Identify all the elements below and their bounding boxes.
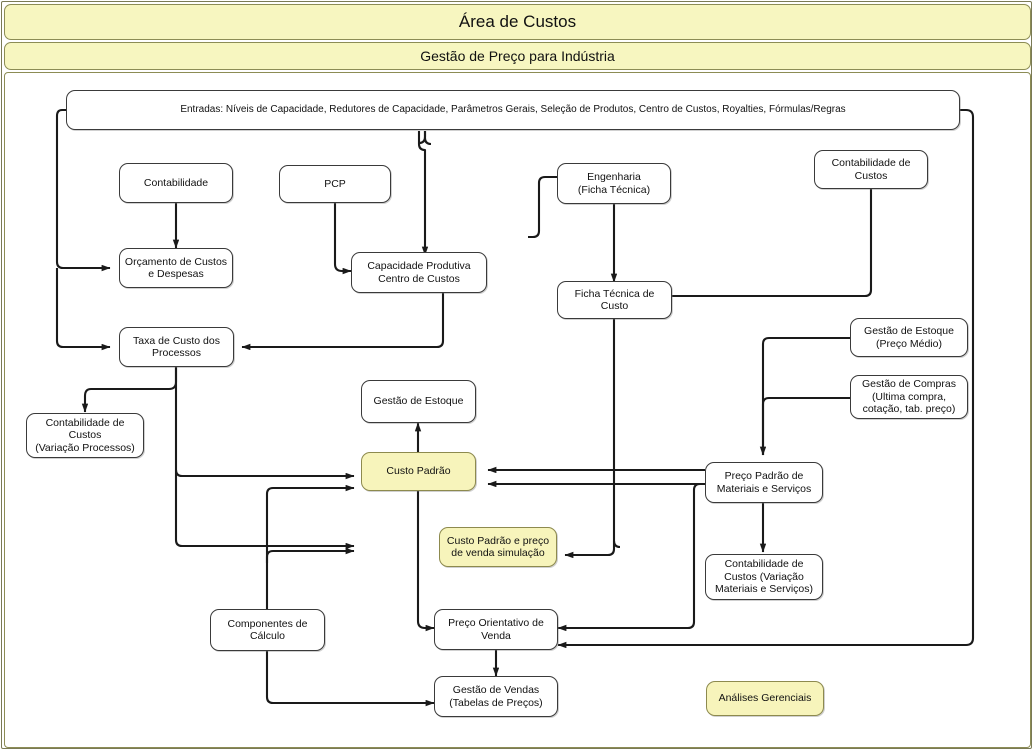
node-label: Custo Padrão xyxy=(386,465,451,478)
node-gestao-vendas[interactable]: Gestão de Vendas (Tabelas de Preços) xyxy=(434,676,558,717)
node-custo-padrao-simulacao[interactable]: Custo Padrão e preço de venda simulação xyxy=(439,527,557,567)
node-gestao-estoque[interactable]: Gestão de Estoque xyxy=(361,380,476,423)
node-label: PCP xyxy=(324,177,346,190)
node-contabilidade-variacao-materiais[interactable]: Contabilidade de Custos (Variação Materi… xyxy=(705,554,823,600)
node-label: Taxa de Custo dos Processos xyxy=(133,334,220,359)
node-gestao-estoque-preco-medio[interactable]: Gestão de Estoque (Preço Médio) xyxy=(850,318,968,357)
node-label: Contabilidade de Custos (Variação Proces… xyxy=(35,416,135,454)
node-label: Gestão de Compras (Ultima compra, cotaçã… xyxy=(862,378,956,416)
node-label: Gestão de Vendas (Tabelas de Preços) xyxy=(449,684,543,709)
node-preco-orientativo-venda[interactable]: Preço Orientativo de Venda xyxy=(434,609,558,650)
node-label: Componentes de Cálculo xyxy=(227,617,308,642)
node-label: Gestão de Estoque xyxy=(373,395,464,408)
node-engenharia[interactable]: Engenharia (Ficha Técnica) xyxy=(557,163,671,204)
node-label: Engenharia (Ficha Técnica) xyxy=(577,171,651,196)
node-label: Análises Gerenciais xyxy=(718,692,812,705)
node-pcp[interactable]: PCP xyxy=(279,165,391,203)
node-gestao-compras[interactable]: Gestão de Compras (Ultima compra, cotaçã… xyxy=(850,375,968,419)
page-subtitle: Gestão de Preço para Indústria xyxy=(4,42,1031,70)
node-componentes-calculo[interactable]: Componentes de Cálculo xyxy=(210,609,325,651)
node-label: Contabilidade de Custos xyxy=(831,157,911,182)
node-label: Entradas: Níveis de Capacidade, Redutore… xyxy=(180,104,846,116)
node-taxa-custo-processos[interactable]: Taxa de Custo dos Processos xyxy=(119,327,234,367)
node-label: Gestão de Estoque (Preço Médio) xyxy=(864,325,954,350)
node-orcamento-custos[interactable]: Orçamento de Custos e Despesas xyxy=(119,248,233,288)
node-entradas[interactable]: Entradas: Níveis de Capacidade, Redutore… xyxy=(66,90,960,130)
node-preco-padrao-materiais[interactable]: Preço Padrão de Materiais e Serviços xyxy=(705,462,823,503)
node-contabilidade-custos[interactable]: Contabilidade de Custos xyxy=(814,150,928,189)
node-label: Contabilidade de Custos (Variação Materi… xyxy=(714,558,814,596)
node-custo-padrao[interactable]: Custo Padrão xyxy=(361,452,476,491)
node-contabilidade-variacao-processos[interactable]: Contabilidade de Custos (Variação Proces… xyxy=(26,413,144,458)
node-contabilidade[interactable]: Contabilidade xyxy=(119,163,233,203)
node-label: Orçamento de Custos e Despesas xyxy=(124,255,228,280)
node-label: Preço Padrão de Materiais e Serviços xyxy=(716,470,812,495)
node-analises-gerenciais[interactable]: Análises Gerenciais xyxy=(706,681,824,716)
node-ficha-tecnica-custo[interactable]: Ficha Técnica de Custo xyxy=(557,281,672,319)
page-title: Área de Custos xyxy=(4,4,1031,40)
node-label: Preço Orientativo de Venda xyxy=(448,617,544,642)
node-label: Ficha Técnica de Custo xyxy=(574,287,655,312)
node-capacidade-produtiva[interactable]: Capacidade Produtiva Centro de Custos xyxy=(351,252,487,293)
node-label: Contabilidade xyxy=(143,176,209,189)
node-label: Custo Padrão e preço de venda simulação xyxy=(446,534,550,559)
node-label: Capacidade Produtiva Centro de Custos xyxy=(367,260,471,285)
